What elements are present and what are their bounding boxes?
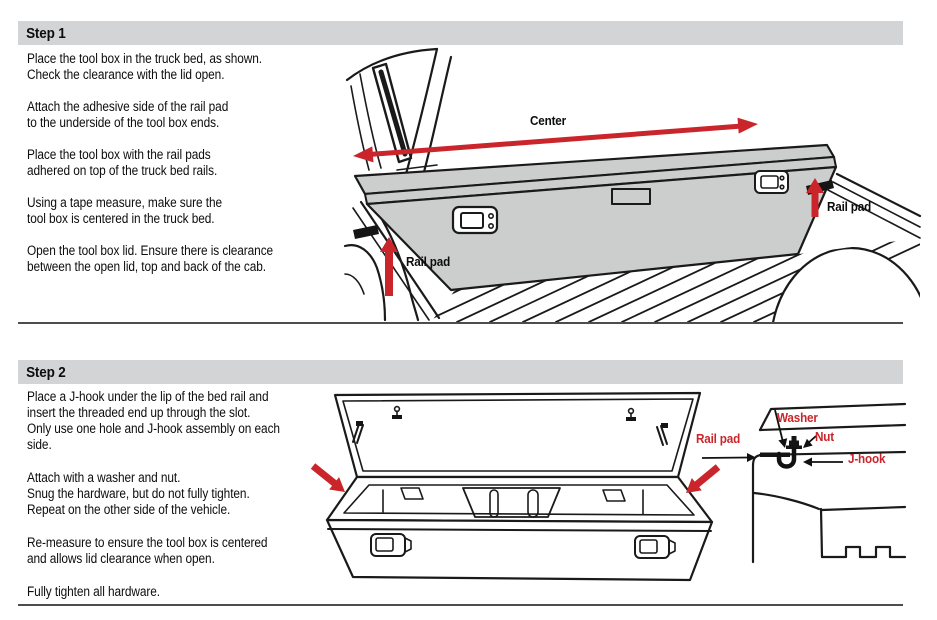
rail-pad-part — [760, 452, 790, 457]
rail-pad-label-right: Rail pad — [827, 199, 872, 214]
tool-box — [353, 143, 838, 292]
step2-detail-diagram — [690, 392, 907, 568]
jhook-arrow-left — [310, 463, 345, 492]
step2-illustration — [305, 386, 723, 608]
toolbox-lid-open — [333, 391, 702, 479]
center-measure-arrow — [353, 117, 758, 163]
toolbox-body-open — [325, 475, 714, 582]
open-toolbox-drawing — [310, 391, 721, 582]
step2-paragraph-3: Re-measure to ensure the tool box is cen… — [27, 535, 268, 566]
step1-title: Step 1 — [26, 24, 66, 42]
step1-paragraph-4: Using a tape measure, make sure the tool… — [27, 195, 223, 226]
jhook-part — [776, 446, 797, 469]
bed-rail-profile — [751, 450, 907, 564]
section-divider — [18, 322, 903, 324]
latch-right — [754, 170, 789, 194]
wheel-arch — [769, 246, 920, 322]
jhook-arrow-right — [686, 464, 721, 493]
rail-pad-arrow-left — [380, 237, 398, 296]
lid-strut-right — [656, 423, 668, 446]
handle-recess — [611, 188, 651, 205]
truck-cab — [343, 47, 453, 322]
step2-header-bar: Step 2 — [18, 360, 903, 384]
truck-bed-drawing — [343, 47, 922, 322]
leader-lines — [701, 409, 843, 467]
washer-label: Washer — [777, 410, 818, 425]
step1-instructions: Place the tool box in the truck bed, as … — [27, 51, 357, 291]
step2-paragraph-2: Attach with a washer and nut. Snug the h… — [27, 470, 250, 517]
latch-right — [634, 535, 676, 559]
step1-paragraph-3: Place the tool box with the rail pads ad… — [27, 147, 218, 178]
nut-label: Nut — [815, 429, 834, 444]
step1-paragraph-1: Place the tool box in the truck bed, as … — [27, 51, 263, 82]
latch-left — [370, 533, 412, 557]
step1-header-bar: Step 1 — [18, 21, 903, 45]
center-label: Center — [530, 113, 566, 128]
lid-bracket-right — [626, 407, 636, 421]
step1-paragraph-2: Attach the adhesive side of the rail pad… — [27, 99, 229, 130]
step1-paragraph-5: Open the tool box lid. Ensure there is c… — [27, 243, 274, 274]
rail-pad-arrow-right — [806, 178, 824, 217]
latch-left — [451, 205, 499, 235]
step2-paragraph-1: Place a J-hook under the lip of the bed … — [27, 389, 280, 452]
step2-instructions: Place a J-hook under the lip of the bed … — [27, 389, 357, 617]
jhook-label: J-hook — [848, 451, 886, 466]
lid-bracket-left — [392, 405, 402, 419]
center-tray — [462, 487, 561, 518]
jhook-cross-section — [701, 402, 907, 564]
rail-pad-label-left: Rail pad — [406, 254, 451, 269]
bottom-divider — [18, 604, 903, 606]
rail-pad-label: Rail pad — [696, 431, 741, 446]
step1-illustration — [343, 46, 922, 322]
step2-title: Step 2 — [26, 363, 66, 381]
step2-paragraph-4: Fully tighten all hardware. — [27, 584, 161, 599]
toolbox-bottom-band — [758, 402, 907, 432]
lid-strut-left — [352, 421, 364, 444]
